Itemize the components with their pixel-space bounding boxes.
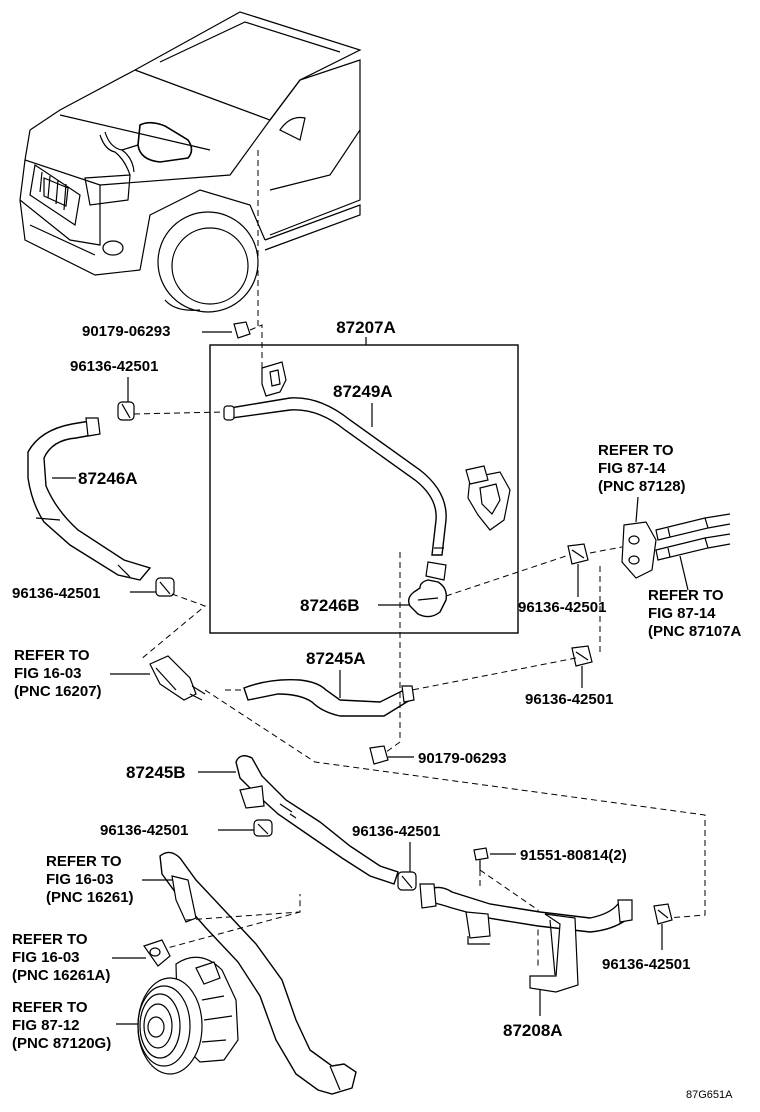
svg-text:FIG 87-12: FIG 87-12 (12, 1017, 80, 1034)
svg-text:(PNC 87107A: (PNC 87107A (648, 623, 742, 640)
svg-text:REFER TO: REFER TO (648, 587, 724, 604)
svg-text:(PNC 87128): (PNC 87128) (598, 478, 686, 495)
engine-fitting (149, 655, 206, 701)
clamp-lower-center-part (397, 871, 417, 891)
label-clamp-left-mid: 96136-42501 (12, 585, 100, 602)
clamp-lower-left-part (253, 819, 273, 837)
svg-text:FIG 16-03: FIG 16-03 (46, 871, 114, 888)
clip-bottom-part (369, 745, 389, 765)
pipe-87208a (419, 883, 633, 993)
label-clip-top: 90179-06293 (82, 323, 170, 340)
label-clamp-lower-center: 96136-42501 (352, 823, 440, 840)
label-clamp-lower-left: 96136-42501 (100, 822, 188, 839)
label-clamp-top-left: 96136-42501 (70, 358, 158, 375)
vehicle-illustration (19, 11, 362, 330)
label-clamp-right-lower: 96136-42501 (525, 691, 613, 708)
refer-16207: REFER TO FIG 16-03 (PNC 16207) (14, 647, 102, 700)
hose-87249a (223, 397, 447, 556)
label-87246b: 87246B (300, 596, 360, 615)
hose-87245b (235, 755, 399, 885)
clamp-lower-right-part (653, 903, 673, 925)
svg-text:REFER TO: REFER TO (14, 647, 90, 664)
label-87208a: 87208A (503, 1021, 563, 1040)
svg-text:FIG 87-14: FIG 87-14 (598, 460, 666, 477)
hose-clip-inner (425, 561, 447, 581)
svg-text:(PNC 16261): (PNC 16261) (46, 889, 134, 906)
clamp-right-upper-part (567, 543, 589, 565)
label-87249a: 87249A (333, 382, 393, 401)
svg-text:REFER TO: REFER TO (12, 931, 88, 948)
power-steering-pump (137, 939, 239, 1075)
assembly-label: 87207A (336, 318, 396, 337)
valve-block (621, 513, 731, 579)
label-87245a: 87245A (306, 649, 366, 668)
clamp-left-mid-part (155, 577, 175, 597)
assembly-group-box (209, 344, 519, 634)
hose-lower-long (159, 851, 357, 1095)
figure-code: 87G651A (686, 1089, 733, 1101)
svg-text:FIG 16-03: FIG 16-03 (12, 949, 80, 966)
clip-top-part (233, 321, 251, 339)
svg-text:REFER TO: REFER TO (598, 442, 674, 459)
clamp-top-left-part (117, 401, 135, 421)
label-87246a: 87246A (78, 469, 138, 488)
label-87245b: 87245B (126, 763, 186, 782)
svg-text:(PNC 16207): (PNC 16207) (14, 683, 102, 700)
svg-text:(PNC 16261A): (PNC 16261A) (12, 967, 110, 984)
svg-text:REFER TO: REFER TO (12, 999, 88, 1016)
refer-16261: REFER TO FIG 16-03 (PNC 16261) (46, 853, 134, 906)
label-clip-bottom: 90179-06293 (418, 750, 506, 767)
hose-bracket-right (465, 465, 511, 531)
clamp-right-lower-part (571, 645, 593, 667)
bolt-part (473, 847, 489, 870)
svg-text:REFER TO: REFER TO (46, 853, 122, 870)
svg-text:FIG 87-14: FIG 87-14 (648, 605, 716, 622)
svg-text:(PNC 87120G): (PNC 87120G) (12, 1035, 111, 1052)
refer-87120g: REFER TO FIG 87-12 (PNC 87120G) (12, 999, 111, 1052)
refer-87128: REFER TO FIG 87-14 (PNC 87128) (598, 442, 686, 495)
hose-87246b (407, 552, 576, 618)
label-bolt: 91551-80814(2) (520, 847, 627, 864)
label-clamp-lower-right: 96136-42501 (602, 956, 690, 973)
hose-87245a (243, 678, 415, 717)
refer-16261a: REFER TO FIG 16-03 (PNC 16261A) (12, 931, 110, 984)
hose-87246a (27, 417, 152, 581)
label-clamp-right-upper: 96136-42501 (518, 599, 606, 616)
refer-87107a: REFER TO FIG 87-14 (PNC 87107A (648, 587, 742, 640)
svg-text:FIG 16-03: FIG 16-03 (14, 665, 82, 682)
hose-bracket-upper (261, 361, 287, 397)
